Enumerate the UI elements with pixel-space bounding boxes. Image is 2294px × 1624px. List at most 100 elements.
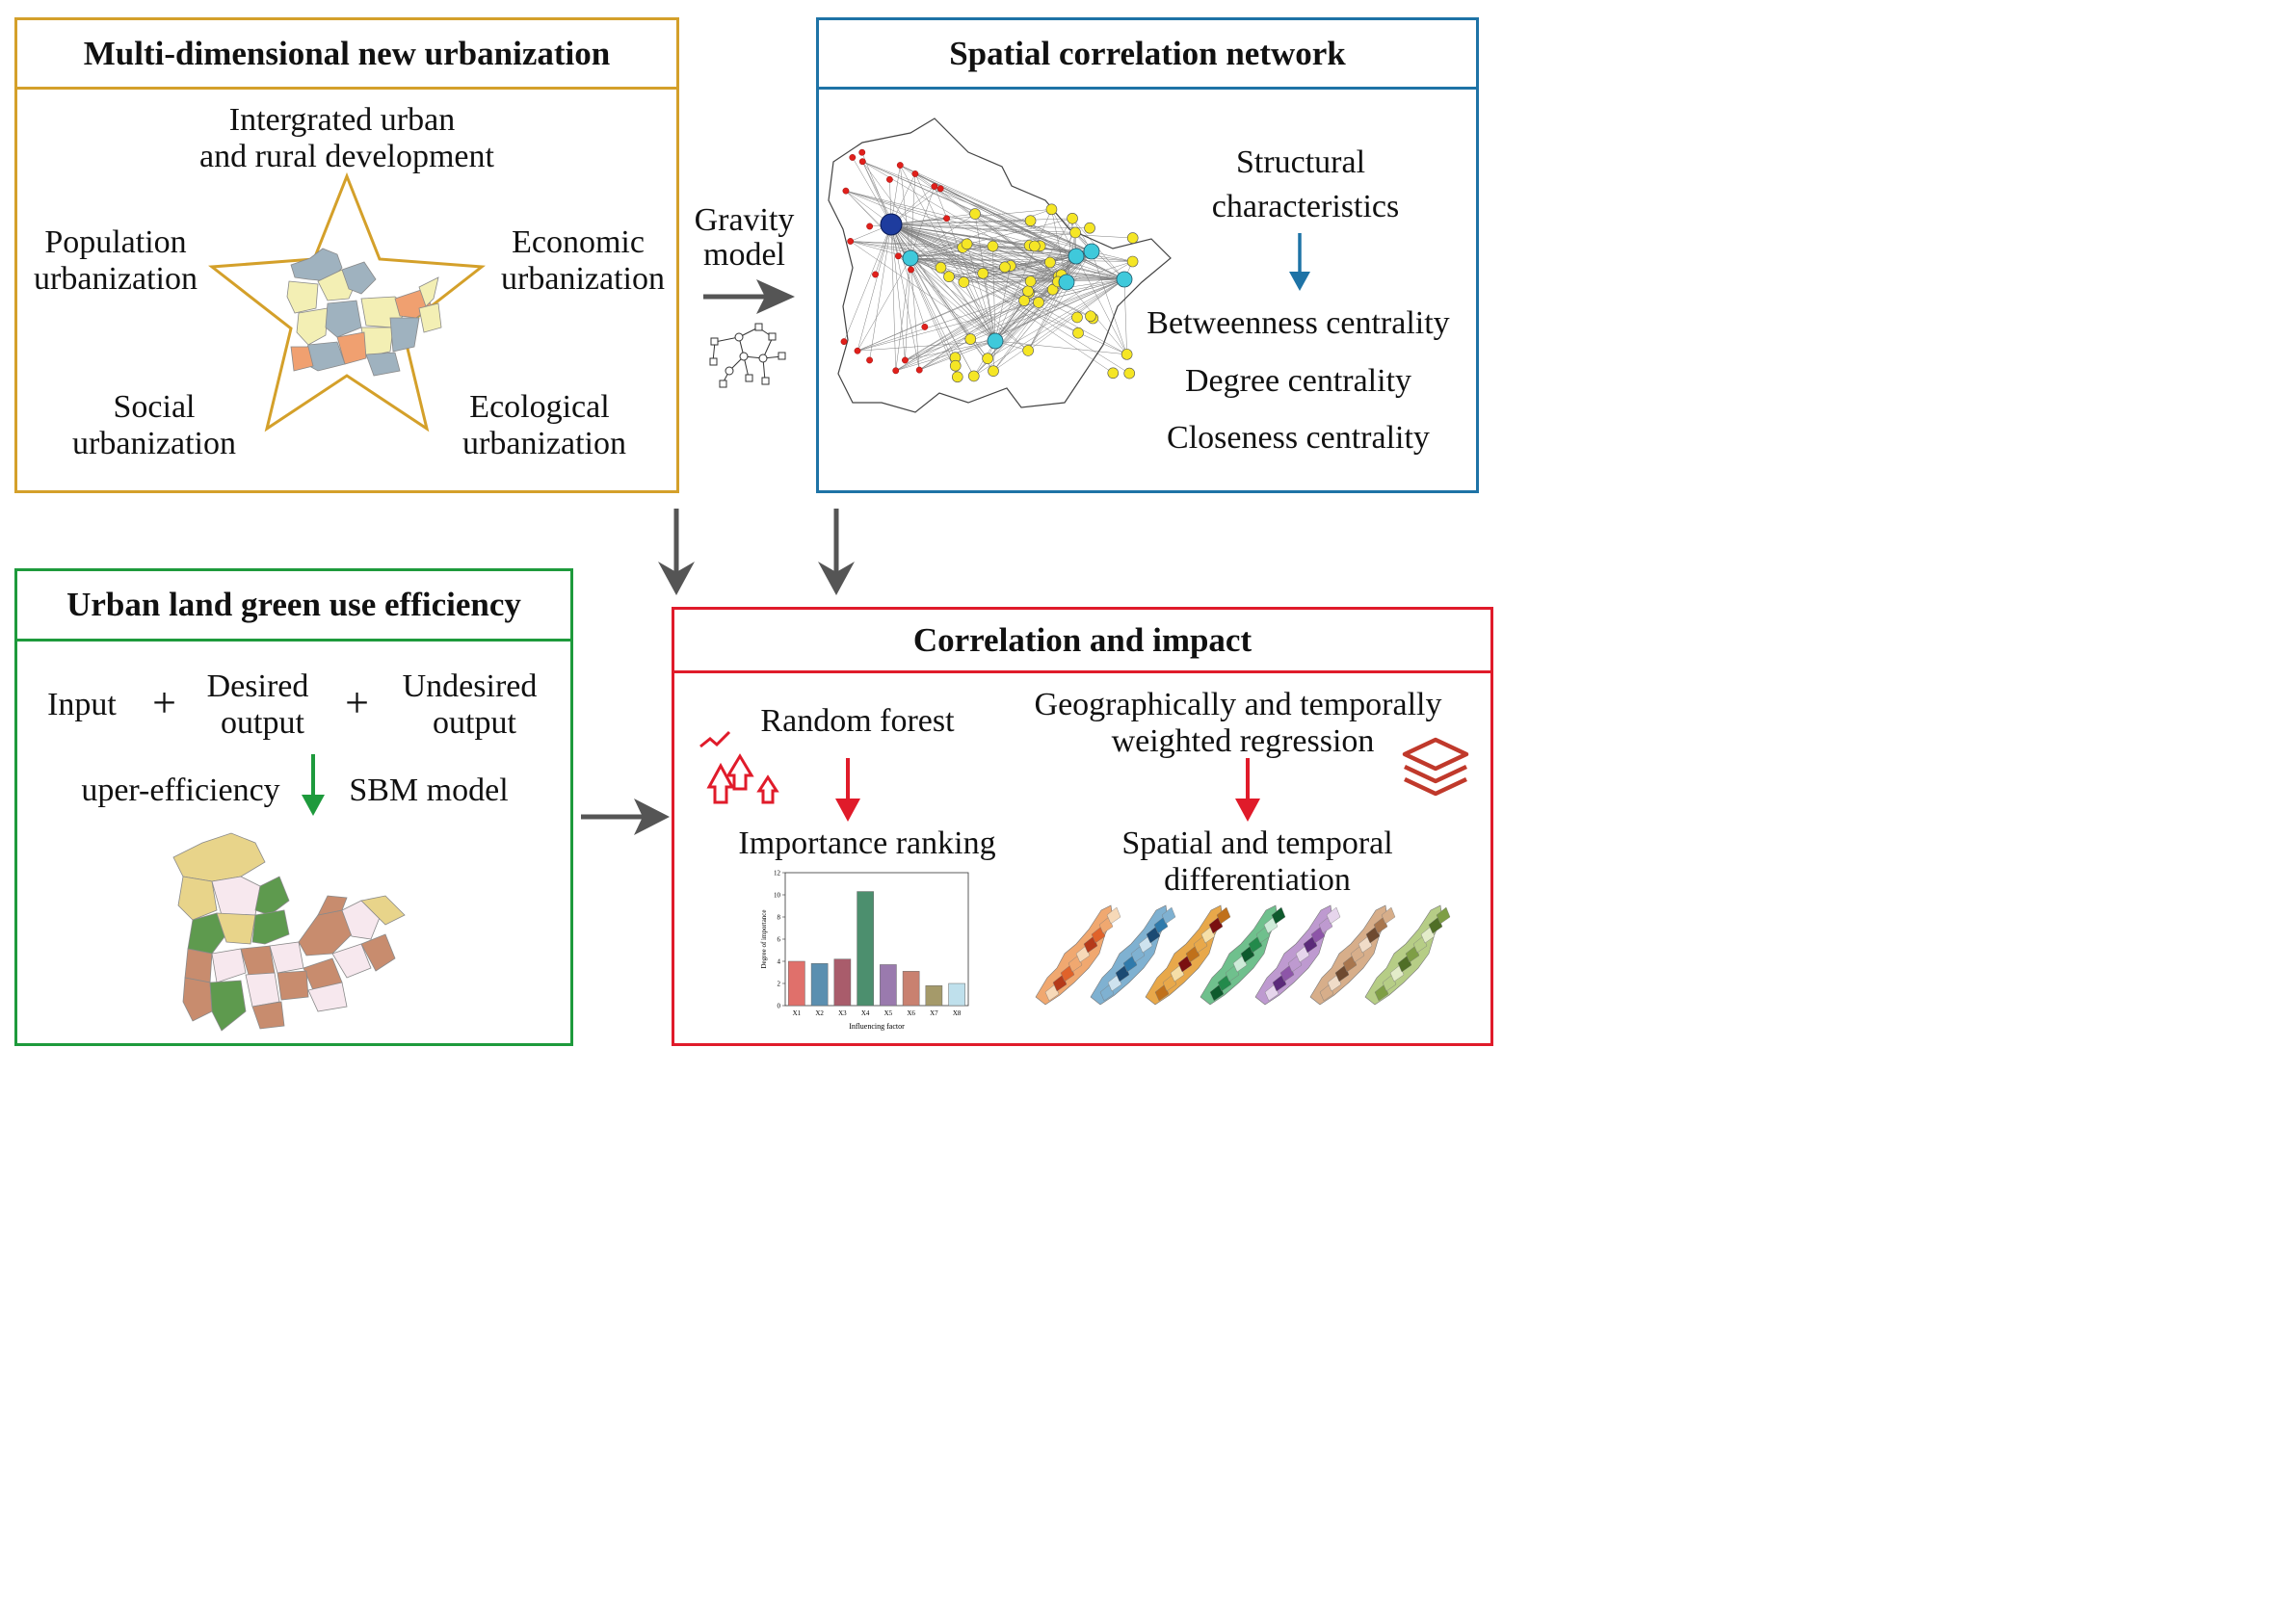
random-forest-icon xyxy=(699,730,779,804)
network-node xyxy=(961,238,973,250)
structural-label-1: Structural xyxy=(1235,144,1366,180)
network-edge xyxy=(862,161,892,225)
network-node xyxy=(1022,345,1034,356)
urbanization-panel-title: Multi-dimensional new urbanization xyxy=(17,20,676,90)
network-panel-title: Spatial correlation network xyxy=(819,20,1476,90)
network-node xyxy=(849,154,857,161)
network-node xyxy=(935,261,947,274)
network-edge xyxy=(895,278,1125,372)
network-node xyxy=(847,238,855,245)
ytick-label: 2 xyxy=(778,981,781,988)
chart-xlabel: Influencing factor xyxy=(849,1022,905,1031)
network-edge xyxy=(994,301,1040,342)
network-edge xyxy=(966,244,996,342)
star-outline xyxy=(208,171,486,432)
input-label: Input xyxy=(47,687,117,722)
period-map xyxy=(1200,904,1286,1006)
xtick-label: X7 xyxy=(930,1009,938,1017)
xtick-label: X6 xyxy=(907,1009,915,1017)
network-edge xyxy=(992,246,996,342)
network-node xyxy=(1029,240,1041,252)
economic-urbanization-label-1: Economic xyxy=(512,224,645,260)
network-hub-node xyxy=(1116,271,1133,288)
network-edge xyxy=(905,278,1125,361)
network-hub-node xyxy=(902,249,919,267)
network-edge xyxy=(914,173,1125,280)
ytick-label: 12 xyxy=(774,870,781,877)
network-edge xyxy=(934,186,996,342)
network-edge xyxy=(862,161,996,342)
network-node xyxy=(1121,349,1133,360)
network-edge xyxy=(869,223,892,360)
network-edge xyxy=(992,246,1125,280)
network-edge xyxy=(845,190,1068,283)
network-edge xyxy=(910,257,994,372)
network-node xyxy=(915,366,923,374)
xtick-label: X2 xyxy=(815,1009,824,1017)
network-edge xyxy=(934,186,1093,252)
network-edge xyxy=(994,209,1052,342)
economic-urbanization-label-2: urbanization xyxy=(501,261,665,297)
network-edge xyxy=(910,173,916,259)
network-node xyxy=(1071,311,1083,324)
network-node xyxy=(866,223,874,230)
network-edge xyxy=(905,255,1077,361)
closeness-centrality-label: Closeness centrality xyxy=(1167,420,1430,456)
network-edge xyxy=(910,213,976,259)
xtick-label: X3 xyxy=(838,1009,847,1017)
bar-X8 xyxy=(948,982,965,1007)
network-node xyxy=(896,162,904,169)
period-map xyxy=(1090,904,1176,1006)
network-edge xyxy=(845,190,911,259)
network-edge xyxy=(910,257,1133,262)
network-hub-node xyxy=(1083,243,1100,260)
ytick-label: 8 xyxy=(778,914,781,922)
bar-X6 xyxy=(902,971,920,1007)
network-edge xyxy=(890,223,993,247)
network-node xyxy=(886,175,893,183)
network-node xyxy=(858,148,866,156)
network-node xyxy=(1018,295,1030,306)
bar-X7 xyxy=(925,985,943,1007)
network-edge xyxy=(898,255,996,342)
network-node xyxy=(931,183,938,190)
social-urbanization-label-2: urbanization xyxy=(72,426,236,461)
network-node xyxy=(840,338,848,346)
bar-X2 xyxy=(810,963,829,1007)
population-urbanization-label-2: urbanization xyxy=(34,261,198,297)
network-edge xyxy=(890,223,897,371)
urbanization-star-map xyxy=(208,171,486,432)
gravity-label-2: model xyxy=(703,237,785,273)
network-edge xyxy=(910,257,975,377)
network-node xyxy=(872,271,879,278)
network-edge xyxy=(994,265,1012,342)
gravity-arrow xyxy=(703,279,795,314)
network-node xyxy=(1024,215,1037,227)
network-node xyxy=(977,268,989,279)
network-hub-node xyxy=(1068,248,1085,265)
network-edge xyxy=(992,281,1068,372)
bar-X3 xyxy=(833,958,852,1007)
network-node xyxy=(911,170,919,177)
super-efficiency-label: uper-efficiency xyxy=(81,773,280,808)
network-edge xyxy=(1027,250,1093,352)
network-node xyxy=(1044,256,1056,269)
network-node xyxy=(1024,275,1037,287)
network-edge xyxy=(890,223,1059,277)
random-forest-label: Random forest xyxy=(760,703,955,739)
degree-centrality-label: Degree centrality xyxy=(1184,363,1412,399)
network-edge xyxy=(898,250,1093,257)
network-node xyxy=(894,252,902,260)
network-edge xyxy=(910,186,936,259)
network-node xyxy=(1045,203,1058,216)
network-edge xyxy=(974,213,1125,280)
network-node xyxy=(967,370,980,382)
network-edge xyxy=(1123,278,1127,354)
undesired-output-label-1: Undesired xyxy=(402,668,538,704)
period-map xyxy=(1254,904,1341,1006)
network-edge xyxy=(934,186,1125,280)
period-map xyxy=(1035,904,1121,1006)
down-arrow-left xyxy=(658,509,695,595)
efficiency-down-arrow xyxy=(302,754,325,816)
